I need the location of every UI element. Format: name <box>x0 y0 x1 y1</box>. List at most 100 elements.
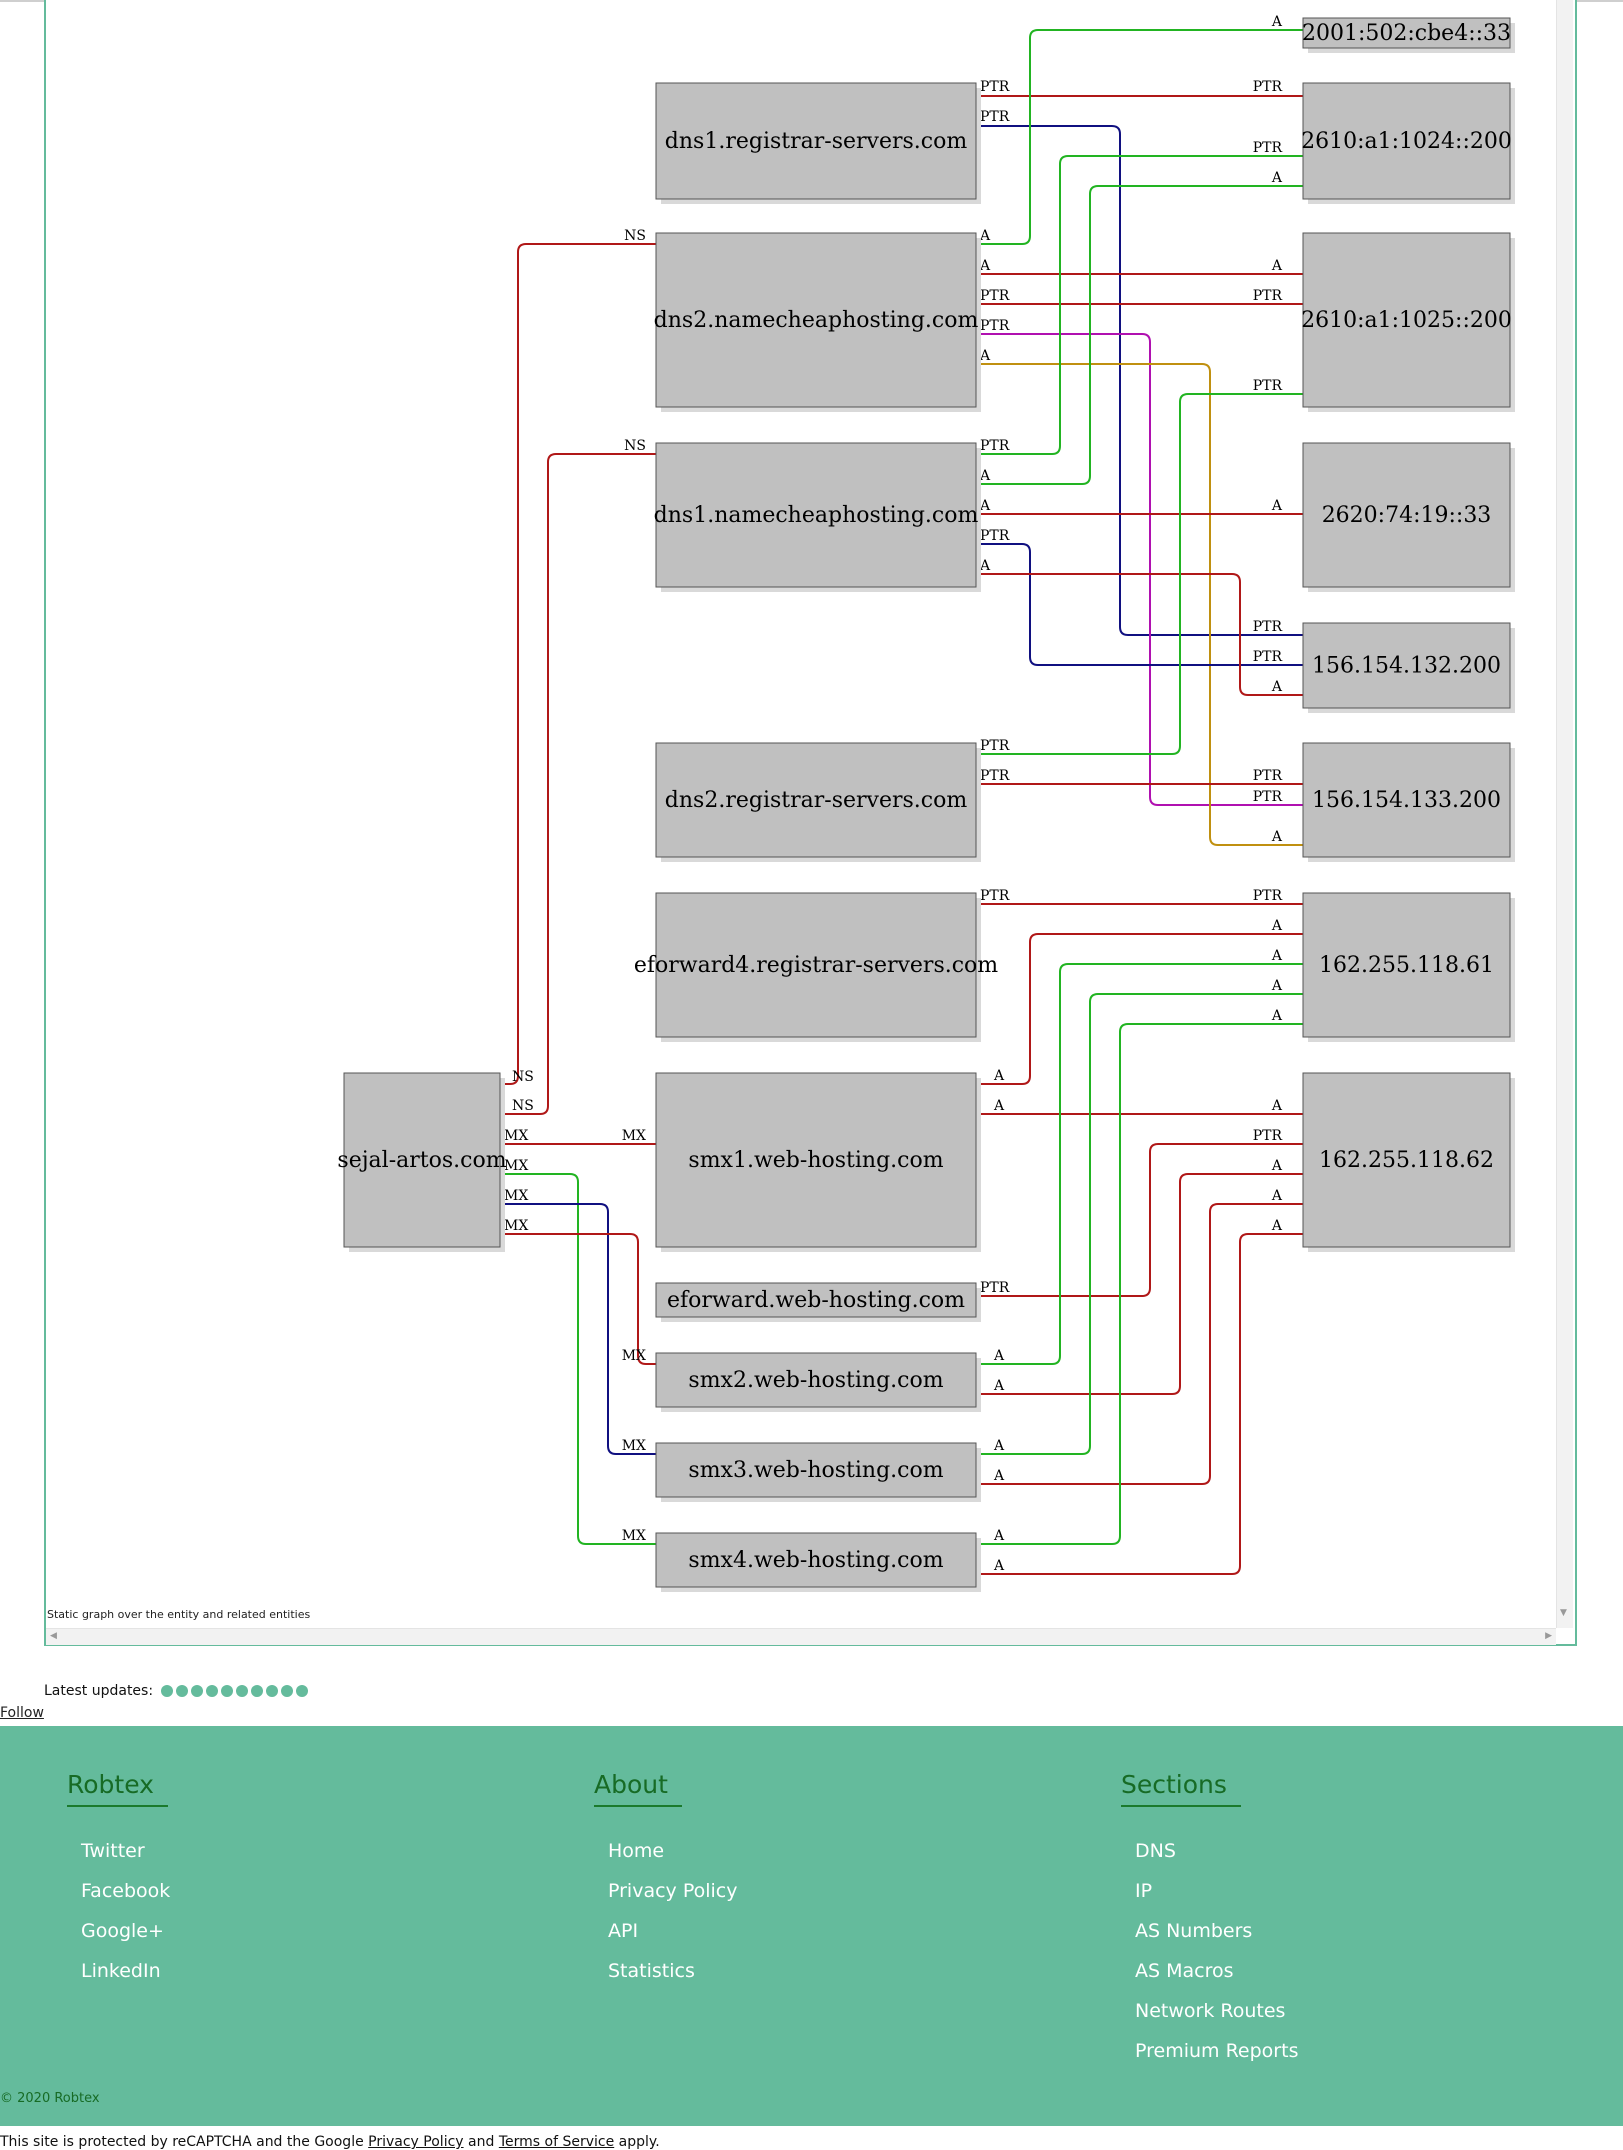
edge-label: PTR <box>1253 888 1283 904</box>
recaptcha-notice: This site is protected by reCAPTCHA and … <box>0 2134 660 2150</box>
graph-node-smx1[interactable]: smx1.web-hosting.com <box>655 1072 981 1252</box>
update-dot[interactable] <box>176 1685 189 1697</box>
edge-label: A <box>1271 498 1283 514</box>
footer-link-ip[interactable]: IP <box>1135 1880 1153 1902</box>
node-label: smx3.web-hosting.com <box>688 1458 943 1483</box>
edge-label: PTR <box>980 528 1010 544</box>
graph-node-ip62[interactable]: 162.255.118.62 <box>1302 1072 1515 1252</box>
update-dot[interactable] <box>266 1685 279 1697</box>
edge-label: A <box>1271 918 1283 934</box>
scroll-left-arrow-icon[interactable]: ◀ <box>50 1631 57 1641</box>
footer-link-linkedin[interactable]: LinkedIn <box>81 1960 161 1982</box>
node-box <box>655 1072 977 1248</box>
graph-edge <box>976 993 1303 1455</box>
graph-edge <box>500 243 656 1085</box>
footer-link-google-plus[interactable]: Google+ <box>81 1920 164 1942</box>
node-box <box>343 1072 501 1248</box>
node-label: dns2.registrar-servers.com <box>665 788 968 813</box>
edge-label: A <box>993 1438 1005 1454</box>
footer-link-as-macros[interactable]: AS Macros <box>1135 1960 1234 1982</box>
edge-label: PTR <box>1253 768 1283 784</box>
footer-link-facebook[interactable]: Facebook <box>81 1880 171 1902</box>
graph-node-dns1rs[interactable]: dns1.registrar-servers.com <box>655 82 981 204</box>
edge-label: A <box>1271 170 1283 186</box>
graph-vertical-scrollbar[interactable]: ▼ <box>1556 0 1573 1628</box>
update-dot[interactable] <box>161 1685 174 1697</box>
graph-node-dns2rs[interactable]: dns2.registrar-servers.com <box>655 742 981 862</box>
footer-heading-robtex: Robtex <box>67 1770 168 1807</box>
node-label: 2620:74:19::33 <box>1322 503 1492 528</box>
update-dot[interactable] <box>206 1685 219 1697</box>
node-label: dns1.registrar-servers.com <box>665 129 968 154</box>
graph-node-v6c[interactable]: 2610:a1:1025::200 <box>1301 232 1515 412</box>
graph-node-smx4[interactable]: smx4.web-hosting.com <box>655 1532 981 1592</box>
footer-column-sections: Sections DNS IP AS Numbers AS Macros Net… <box>1121 1770 1298 2071</box>
footer-link-home[interactable]: Home <box>608 1840 665 1862</box>
google-privacy-policy-link[interactable]: Privacy Policy <box>368 2134 464 2150</box>
graph-edge <box>976 963 1303 1365</box>
graph-node-smx2[interactable]: smx2.web-hosting.com <box>655 1352 981 1412</box>
graph-node-ip61[interactable]: 162.255.118.61 <box>1302 892 1515 1042</box>
edge-label: A <box>979 348 991 364</box>
follow-link[interactable]: Follow <box>0 1705 44 1721</box>
footer-link-dns[interactable]: DNS <box>1135 1840 1176 1862</box>
update-dot[interactable] <box>236 1685 249 1697</box>
node-box <box>1302 622 1511 709</box>
update-dot[interactable] <box>221 1685 234 1697</box>
edge-label: MX <box>622 1438 646 1454</box>
node-label: 2001:502:cbe4::33 <box>1302 21 1511 46</box>
graph-node-v6b[interactable]: 2610:a1:1024::200 <box>1301 82 1515 204</box>
edge-label: A <box>1271 14 1283 30</box>
node-box <box>655 442 977 588</box>
graph-edge <box>976 1173 1303 1395</box>
graph-node-dns2nc[interactable]: dns2.namecheaphosting.com <box>654 232 981 412</box>
recaptcha-and: and <box>468 2134 495 2150</box>
latest-updates-label: Latest updates: <box>44 1683 154 1699</box>
edge-label: PTR <box>1253 619 1283 635</box>
edge-label: A <box>993 1468 1005 1484</box>
node-box <box>1302 442 1511 588</box>
edge-label: A <box>993 1378 1005 1394</box>
edge-label: PTR <box>980 288 1010 304</box>
footer-link-privacy-policy[interactable]: Privacy Policy <box>608 1880 738 1902</box>
graph-node-v6a[interactable]: 2001:502:cbe4::33 <box>1302 17 1515 53</box>
node-box <box>655 892 977 1038</box>
scroll-right-arrow-icon[interactable]: ▶ <box>1545 1631 1552 1641</box>
edge-label: MX <box>504 1218 528 1234</box>
footer-link-network-routes[interactable]: Network Routes <box>1135 2000 1286 2022</box>
footer-link-premium-reports[interactable]: Premium Reports <box>1135 2040 1299 2062</box>
graph-node-efw[interactable]: eforward.web-hosting.com <box>655 1282 981 1322</box>
update-dot[interactable] <box>191 1685 204 1697</box>
update-dots <box>161 1685 311 1697</box>
graph-node-smx3[interactable]: smx3.web-hosting.com <box>655 1442 981 1502</box>
graph-edge <box>976 543 1303 666</box>
footer-link-statistics[interactable]: Statistics <box>608 1960 695 1982</box>
footer-link-api[interactable]: API <box>608 1920 639 1942</box>
graph-node-dns1nc[interactable]: dns1.namecheaphosting.com <box>654 442 981 592</box>
graph-horizontal-scrollbar[interactable]: ◀ ▶ <box>46 1628 1556 1645</box>
footer-link-twitter[interactable]: Twitter <box>81 1840 145 1862</box>
edge-label: A <box>1271 1188 1283 1204</box>
graph-node-efw4[interactable]: eforward4.registrar-servers.com <box>634 892 998 1042</box>
graph-node-v6d[interactable]: 2620:74:19::33 <box>1302 442 1515 592</box>
footer-link-as-numbers[interactable]: AS Numbers <box>1135 1920 1253 1942</box>
scroll-down-arrow-icon[interactable]: ▼ <box>1560 1608 1567 1618</box>
graph-edge <box>976 29 1303 245</box>
google-terms-link[interactable]: Terms of Service <box>498 2134 615 2150</box>
node-label: 156.154.132.200 <box>1312 654 1501 679</box>
update-dot[interactable] <box>251 1685 264 1697</box>
edge-label: MX <box>504 1128 528 1144</box>
graph-edge <box>976 185 1303 485</box>
node-label: sejal-artos.com <box>337 1148 506 1173</box>
graph-node-sejal[interactable]: sejal-artos.com <box>337 1072 507 1252</box>
edge-label: A <box>979 558 991 574</box>
update-dot[interactable] <box>296 1685 309 1697</box>
graph-edge <box>976 393 1303 755</box>
node-box <box>655 82 977 200</box>
edge-label: A <box>1271 948 1283 964</box>
update-dot[interactable] <box>281 1685 294 1697</box>
edge-label: PTR <box>1253 649 1283 665</box>
graph-node-ip132[interactable]: 156.154.132.200 <box>1302 622 1515 713</box>
graph-node-ip133[interactable]: 156.154.133.200 <box>1302 742 1515 862</box>
